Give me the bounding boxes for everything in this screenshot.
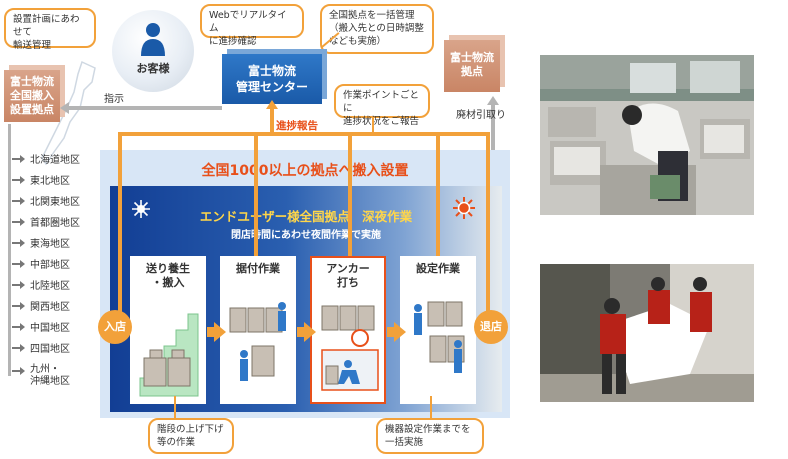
waste-pickup-arrowhead — [487, 96, 499, 105]
step-title: アンカー 打ち — [326, 262, 370, 289]
office-work-photo — [540, 55, 754, 215]
progress-line-left — [118, 132, 122, 312]
callout-settings: 機器設定作業までを 一括実施 — [376, 418, 484, 454]
exit-badge: 退店 — [474, 310, 508, 344]
instruction-arrowhead — [60, 102, 69, 114]
moon-icon — [132, 200, 150, 218]
management-center-node: 富士物流 管理センター — [222, 54, 322, 104]
instruction-label: 指示 — [104, 94, 124, 105]
callout-stairs: 階段の上げ下げ 等の作業 — [148, 418, 234, 454]
arrow-right-icon — [12, 196, 26, 205]
sun-icon — [453, 197, 475, 219]
progress-line-step4 — [436, 132, 440, 256]
callout-transport-plan: 設置計画にあわせて 輸送管理 — [4, 8, 96, 51]
region-item: 関西地区 — [12, 298, 70, 313]
arrow-right-icon — [12, 238, 26, 247]
region-item: 四国地区 — [12, 340, 70, 355]
arrow-right-icon — [12, 217, 26, 226]
arrow-right-icon — [12, 343, 26, 352]
step-title: 設定作業 — [416, 262, 460, 275]
arrow-right-icon — [12, 259, 26, 268]
flow-arrow-head — [214, 322, 226, 342]
callout-central-management: 全国拠点を一括管理 （搬入先との日時調整 なども実施） — [320, 4, 434, 54]
region-item: 東北地区 — [12, 172, 70, 187]
setting-illustration — [414, 301, 465, 373]
flow-arrow — [297, 327, 305, 337]
arrow-right-icon — [12, 154, 26, 163]
customer-label: お客様 — [136, 62, 170, 75]
flow-arrow-head — [394, 322, 406, 342]
progress-line-step3 — [348, 132, 352, 256]
region-item: 東海地区 — [12, 235, 70, 250]
anchor-illustration — [321, 305, 379, 391]
entry-badge: 入店 — [98, 310, 132, 344]
progress-arrowhead — [266, 100, 278, 109]
inner-title: エンドユーザー様全国拠点 深夜作業 — [199, 209, 413, 224]
arrow-right-icon — [12, 322, 26, 331]
region-item: 北関東地区 — [12, 193, 80, 208]
arrow-right-icon — [12, 301, 26, 310]
callout-pointer-report — [372, 118, 374, 134]
waste-pickup-label: 廃材引取り — [456, 110, 506, 121]
callout-web-tracking: Webでリアルタイム に進捗確認 — [200, 4, 304, 47]
callout-pointer-stairs — [174, 396, 176, 418]
step-title: 据付作業 — [236, 262, 280, 275]
region-item: 首都圏地区 — [12, 214, 80, 229]
install-base-node: 富士物流 全国搬入 設置拠点 — [4, 70, 60, 122]
progress-line-right — [486, 132, 490, 312]
panel-title: 全国1000以上の拠点へ搬入設置 — [201, 163, 409, 179]
callout-progress-report-points: 作業ポイントごとに 進捗状況をご報告 — [334, 84, 430, 127]
region-item: 中国地区 — [12, 319, 70, 334]
progress-line-step2 — [254, 132, 258, 256]
progress-line-up — [270, 106, 274, 134]
flow-arrow — [207, 327, 215, 337]
person-icon — [141, 23, 165, 56]
callout-pointer-settings — [430, 396, 432, 418]
region-item: 九州・ 沖縄地区 — [12, 364, 70, 388]
waste-base-node: 富士物流 拠点 — [444, 40, 500, 92]
region-item: 北海道地区 — [12, 151, 80, 166]
step-title: 送り養生 ・搬入 — [146, 262, 190, 289]
arrow-right-icon — [12, 280, 26, 289]
region-item: 中部地区 — [12, 256, 70, 271]
step-card — [400, 256, 476, 404]
japan-map-graphic — [41, 60, 96, 166]
region-trunk-line — [8, 124, 11, 376]
arrow-right-icon — [12, 367, 26, 375]
inner-subtitle: 閉店時間にあわせ夜間作業で実施 — [231, 230, 381, 241]
progress-line-top — [118, 132, 490, 136]
instruction-line — [66, 106, 222, 110]
flow-arrow-head — [304, 322, 316, 342]
stairs-illustration — [139, 313, 199, 397]
progress-report-label: 進捗報告 — [276, 120, 318, 132]
flow-arrow — [387, 327, 395, 337]
install-illustration — [229, 302, 286, 381]
arrow-right-icon — [12, 175, 26, 184]
region-item: 北陸地区 — [12, 277, 70, 292]
delivery-work-photo — [540, 264, 754, 402]
